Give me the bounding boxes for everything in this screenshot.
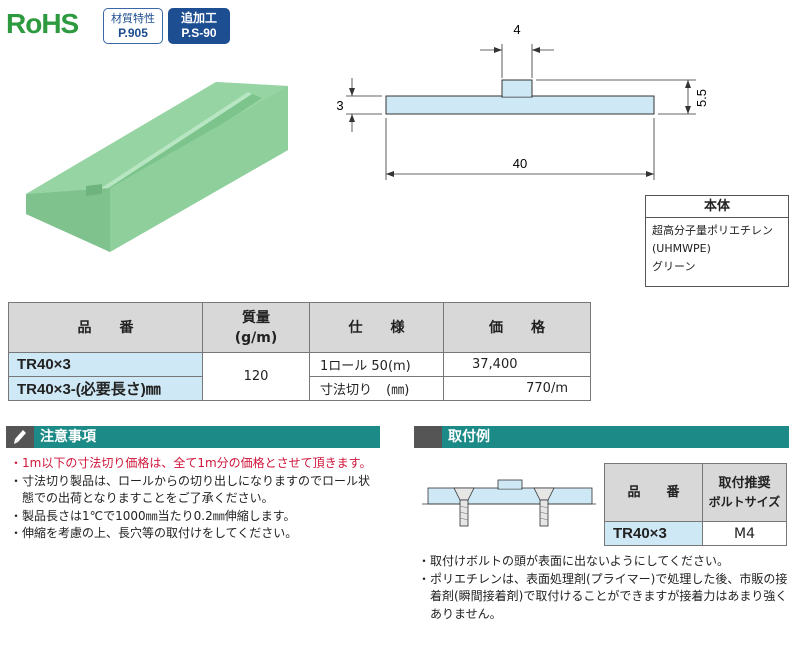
caution-title: 注意事項 [40,429,96,445]
list-item: ・取付けボルトの頭が表面に出ないようにしてください。 [418,554,730,568]
header-spec: 仕 様 [309,302,444,353]
material-property-label: 材質特性 [111,12,155,25]
material-box: 本体 超高分子量ポリエチレン (UHMWPE) グリーン [645,195,789,287]
cut-unit: (㎜) [386,383,410,398]
mounting-tab [414,426,442,448]
price-cell: 770/m [443,376,591,401]
mount-header-bolt-line1: 取付推奨 [718,475,771,491]
material-line: (UHMWPE) [652,242,711,255]
additional-processing-label: 追加工 [180,11,217,25]
mount-header-bolt-line2: ボルトサイズ [708,494,781,509]
spec-cell: 寸法切り (㎜) [309,376,444,401]
header-part-number: 品 番 [8,302,203,353]
caution-text: 製品長さは1℃で1000㎜当たり0.2㎜伸縮します。 [22,508,296,523]
table-row: TR40×3-(必要長さ)㎜ 寸法切り (㎜) 770/m [8,376,591,401]
product-photo [26,82,288,252]
caution-text: 伸縮を考慮の上、長穴等の取付けをしてください。 [22,526,298,540]
list-item: ・寸法切り製品は、ロールからの切り出しになりますのでロール状態での出荷となります… [10,473,371,506]
list-item: ・製品長さは1℃で1000㎜当たり0.2㎜伸縮します。 [10,508,296,523]
material-line: 超高分子量ポリエチレン [652,224,773,237]
mass-cell: 120 [202,352,310,401]
mount-header-bolt: 取付推奨 ボルトサイズ [702,463,787,522]
caution-text: 寸法切り製品は、ロールからの切り出しになりますのでロール状態での出荷となりますこ… [22,473,371,506]
part-number-cell: TR40×3-(必要長さ)㎜ [8,376,203,401]
mount-header-part-number: 品 番 [604,463,703,522]
caution-section-bar: 注意事項 [6,426,380,448]
table-row: TR40×3 120 1ロール 50(m) 37,400 [8,352,591,401]
price-cell: 37,400 [443,352,591,377]
spec-table-header-row: 品 番 質量 (g/m) 仕 様 価 格 [8,302,591,353]
mounting-diagram [422,479,596,527]
rohs-logo: RoHS [6,6,98,42]
material-property-page: P.905 [118,26,148,40]
list-item: ・ポリエチレンは、表面処理剤(プライマー)で処理した後、市販の接着剤(瞬間接着剤… [418,571,788,621]
table-row: TR40×3 M4 [604,521,787,546]
material-body: 超高分子量ポリエチレン (UHMWPE) グリーン [646,218,788,280]
caution-tab [6,426,34,448]
list-item: ・1m以下の寸法切り価格は、全て1m分の価格とさせて頂きます。 [10,456,372,470]
header-mass-line2: (g/m) [234,329,278,346]
material-header: 本体 [646,196,788,218]
spec-cell: 1ロール 50(m) [309,352,444,377]
cross-section-drawing: 4 3 5.5 40 [336,22,709,180]
mounting-table: 品 番 取付推奨 ボルトサイズ TR40×3 M4 [604,463,787,546]
dim-top-label: 4 [513,22,520,37]
mounting-note-text: 取付けボルトの頭が表面に出ないようにしてください。 [430,554,730,568]
dim-right-label: 5.5 [694,89,709,107]
mounting-notes: ・取付けボルトの頭が表面に出ないようにしてください。 ・ポリエチレンは、表面処理… [416,553,790,623]
cut-label: 寸法切り [320,383,373,398]
dim-width-label: 40 [513,156,527,171]
caution-list: ・1m以下の寸法切り価格は、全て1m分の価格とさせて頂きます。 ・寸法切り製品は… [8,455,380,543]
caution-text: 1m以下の寸法切り価格は、全て1m分の価格とさせて頂きます。 [22,456,372,470]
rohs-logo-text: RoHS [6,8,79,39]
mounting-table-header-row: 品 番 取付推奨 ボルトサイズ [604,463,787,522]
dim-left-label: 3 [336,98,343,113]
mount-part-cell: TR40×3 [604,521,703,546]
material-property-badge[interactable]: 材質特性 P.905 [103,8,163,44]
spec-table: 品 番 質量 (g/m) 仕 様 価 格 TR40×3 120 1ロール 50(… [8,302,591,401]
list-item: ・伸縮を考慮の上、長穴等の取付けをしてください。 [10,526,298,540]
part-number-cell: TR40×3 [8,352,203,377]
mounting-title: 取付例 [448,429,490,445]
material-line: グリーン [652,260,696,273]
mounting-note-text: ポリエチレンは、表面処理剤(プライマー)で処理した後、市販の接着剤(瞬間接着剤)… [430,571,788,621]
mount-bolt-cell: M4 [702,521,787,546]
header-mass: 質量 (g/m) [202,302,310,353]
header-mass-line1: 質量 [242,309,270,326]
additional-processing-badge[interactable]: 追加工 P.S-90 [168,8,230,44]
additional-processing-page: P.S-90 [181,26,217,40]
mounting-section-bar: 取付例 [414,426,789,448]
header-price: 価 格 [443,302,591,353]
pencil-icon [14,430,26,444]
